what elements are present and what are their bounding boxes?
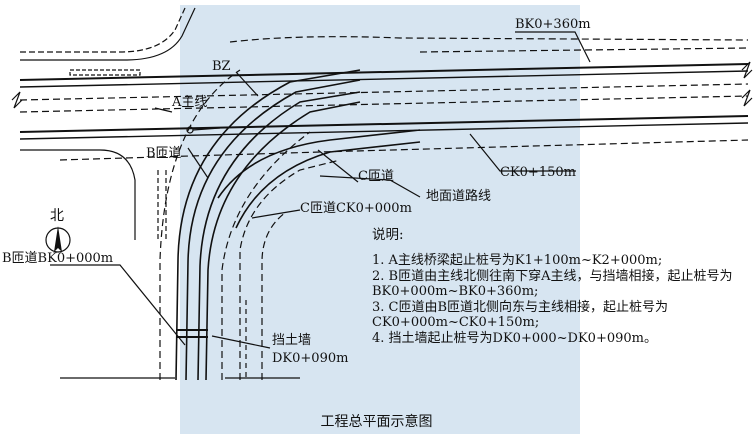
b-ramp-edge-4 [205, 101, 361, 381]
ground-road-n2-dash [229, 36, 749, 43]
leader-b [187, 147, 209, 179]
b-ramp-dash-w [159, 69, 241, 380]
leader-c [317, 149, 359, 183]
label-b-ramp: B匝道 [146, 146, 182, 161]
b-ramp-edge-3 [197, 91, 361, 381]
mainline-north-edge [19, 63, 749, 81]
c-ramp-edge-2 [235, 141, 421, 229]
notes-block: 说明: 1. A主线桥梁起止桩号为K1+100m~K2+000m; 2. B匝道… [372, 228, 744, 347]
b-ramp-edge-2 [185, 79, 361, 381]
notes-list: 1. A主线桥梁起止桩号为K1+100m~K2+000m; 2. B匝道由主线北… [372, 253, 744, 346]
leader-bk0 [50, 264, 186, 346]
leader-wall [211, 335, 271, 349]
north-arrow-icon [45, 226, 71, 253]
c-ramp-edge-1 [217, 129, 421, 199]
c-ramp-dash-2 [261, 211, 287, 380]
break-mark-right-2 [741, 89, 753, 107]
note-item: 4. 挡土墙起止桩号为DK0+000~DK0+090m。 [372, 331, 657, 346]
nw-road-edge-inner [20, 7, 186, 53]
label-retaining-wall: 挡土墙 [272, 333, 311, 348]
label-ground-road: 地面道路线 [426, 188, 491, 204]
break-mark-right [741, 61, 753, 79]
leader-ground [319, 175, 421, 198]
label-bz: BZ [212, 59, 231, 74]
b-ramp-edge-1 [175, 69, 361, 381]
c-ramp-dash [239, 159, 341, 380]
label-north: 北 [50, 208, 64, 224]
label-c-ramp-start: C匝道CK0+000m [300, 201, 412, 216]
leader-bz [235, 71, 259, 97]
nw-road-edge-outer [20, 7, 196, 61]
leader-c-start [251, 209, 301, 219]
mainline-south-edge [19, 115, 749, 133]
ground-road-s2-dash [59, 139, 749, 161]
west-road-edge [20, 149, 136, 240]
label-ck150: CK0+150m [500, 165, 576, 180]
ground-road-n-dash [19, 83, 749, 101]
ground-road-s-dash [19, 95, 749, 113]
note-item: 1. A主线桥梁起止桩号为K1+100m~K2+000m; [372, 253, 663, 268]
mainline-south-edge-2 [19, 122, 749, 140]
label-bk360: BK0+360m [515, 17, 591, 32]
leader-a [154, 107, 173, 113]
label-a-mainline: A主线 [171, 95, 207, 110]
pier-marker-line [192, 127, 221, 131]
label-b-ramp-start: B匝道BK0+000m [2, 251, 113, 266]
note-item: 3. C匝道由B匝道北侧向东与主线相接，起止桩号为CK0+000m~CK0+15… [372, 300, 669, 330]
median-marker [69, 69, 141, 76]
figure-caption: 工程总平面示意图 [320, 414, 433, 430]
label-dk090: DK0+090m [272, 351, 348, 366]
label-c-ramp: C匝道 [358, 169, 394, 184]
leader-bk360 [515, 31, 591, 63]
notes-title: 说明: [372, 227, 404, 243]
mainline-north-edge-2 [19, 70, 749, 88]
note-item: 2. B匝道由主线北侧往南下穿A主线，与挡墙相接，起止桩号为BK0+000m~B… [372, 269, 733, 299]
leader-ck150 [469, 133, 576, 172]
break-mark-left [11, 91, 23, 109]
